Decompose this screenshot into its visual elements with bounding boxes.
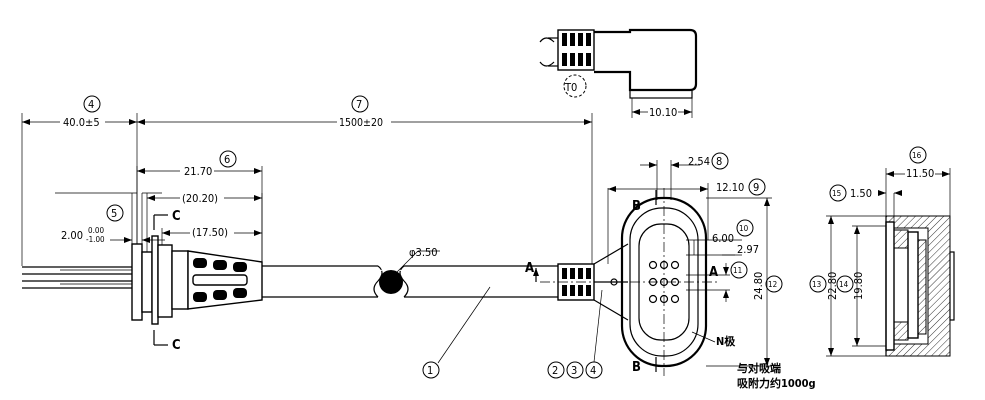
section-c-top: C: [172, 209, 181, 224]
svg-text:1: 1: [427, 364, 433, 377]
cable-plug-flange: [131, 235, 263, 325]
svg-text:9: 9: [753, 181, 759, 194]
dim-20-20: (20.20): [182, 192, 218, 205]
svg-text:3: 3: [571, 364, 577, 377]
section-b-bottom: B: [632, 360, 641, 375]
callout-14: 14: [836, 275, 854, 293]
callout-7: 7: [351, 95, 369, 113]
svg-text:13: 13: [812, 280, 821, 289]
svg-text:11: 11: [733, 266, 742, 275]
top-inset-view: 10.10 T0: [539, 28, 698, 119]
callout-16: 16: [909, 146, 927, 164]
stripped-wires: [22, 266, 132, 289]
svg-text:4: 4: [590, 364, 596, 377]
callout-1: 1: [422, 286, 491, 379]
section-c-bottom: C: [172, 338, 181, 353]
section-b-marks: B B: [632, 190, 657, 375]
svg-text:10: 10: [739, 224, 749, 233]
svg-text:7: 7: [356, 98, 362, 111]
dim-2-00-upper-tol: 0.00: [88, 226, 104, 235]
callout-2: 2: [547, 361, 565, 379]
dim-22-80: 22.80: [826, 272, 839, 300]
cable: [262, 250, 558, 298]
callout-4: 4: [83, 95, 101, 113]
dim-diameter: φ3.50: [409, 246, 438, 259]
dim-1-50: 1.50: [850, 187, 872, 200]
section-a-marks: A: [525, 261, 539, 282]
section-view-right: 11.50 1.50 22.80 19.80: [826, 167, 955, 357]
callouts: 4 7 6 5 1 2 3 4: [83, 95, 927, 379]
main-dimensions: 40.0±5 1500±20 21.70 (20.20) (17.50) 2.0…: [21, 113, 593, 266]
callout-8: 8: [711, 152, 729, 170]
callout-11: 11: [730, 261, 748, 279]
dim-21-70: 21.70: [184, 165, 212, 178]
callout-3: 3: [566, 361, 584, 379]
svg-text:2: 2: [552, 364, 558, 377]
callout-6: 6: [219, 150, 237, 168]
connector-dimensions: 2.54 12.10 24.80 6.00 2.97 A N极 与对吸端 吸附力…: [607, 155, 816, 390]
dim-12-10: 12.10: [716, 181, 744, 194]
svg-text:14: 14: [839, 280, 849, 289]
section-b-top: B: [632, 199, 641, 214]
dim-cable-length: 1500±20: [339, 117, 383, 129]
dim-24-80: 24.80: [752, 272, 765, 300]
dim-17-50: (17.50): [192, 226, 228, 239]
dim-2-54: 2.54: [688, 155, 710, 168]
dim-10-10: 10.10: [649, 106, 677, 119]
svg-text:15: 15: [832, 189, 841, 198]
callout-15: 15: [829, 184, 847, 202]
dim-2-97: 2.97: [737, 243, 759, 256]
dim-2-00-lower-tol: -1.00: [86, 235, 105, 244]
dim-2-00: 2.00: [61, 229, 83, 242]
svg-text:6: 6: [224, 153, 230, 166]
callout-12: 12: [765, 275, 783, 293]
note-attract-line1: 与对吸端: [737, 361, 781, 375]
svg-text:4: 4: [88, 98, 94, 111]
section-c-marks: C C: [153, 209, 181, 353]
main-cable-view: B B A C C: [22, 188, 720, 376]
section-a-label: A: [525, 261, 534, 276]
callout-t0: T0: [564, 81, 577, 94]
note-pole: N极: [716, 334, 736, 348]
callout-4b: 4: [585, 289, 603, 379]
connector-face: [540, 188, 720, 376]
svg-text:8: 8: [716, 155, 722, 168]
callout-13: 13: [809, 275, 827, 293]
svg-text:16: 16: [912, 151, 922, 160]
dim-11-50: 11.50: [906, 167, 934, 180]
callout-5: 5: [106, 204, 124, 222]
svg-text:5: 5: [111, 207, 117, 220]
section-a-small: A: [709, 265, 718, 280]
callout-10: 10: [736, 219, 754, 237]
note-attract-line2: 吸附力约1000g: [737, 376, 816, 390]
callout-9: 9: [748, 178, 766, 196]
dim-strip-length: 40.0±5: [63, 116, 100, 129]
dim-6-00: 6.00: [712, 232, 734, 245]
dim-19-80: 19.80: [852, 272, 865, 300]
svg-text:12: 12: [768, 280, 777, 289]
